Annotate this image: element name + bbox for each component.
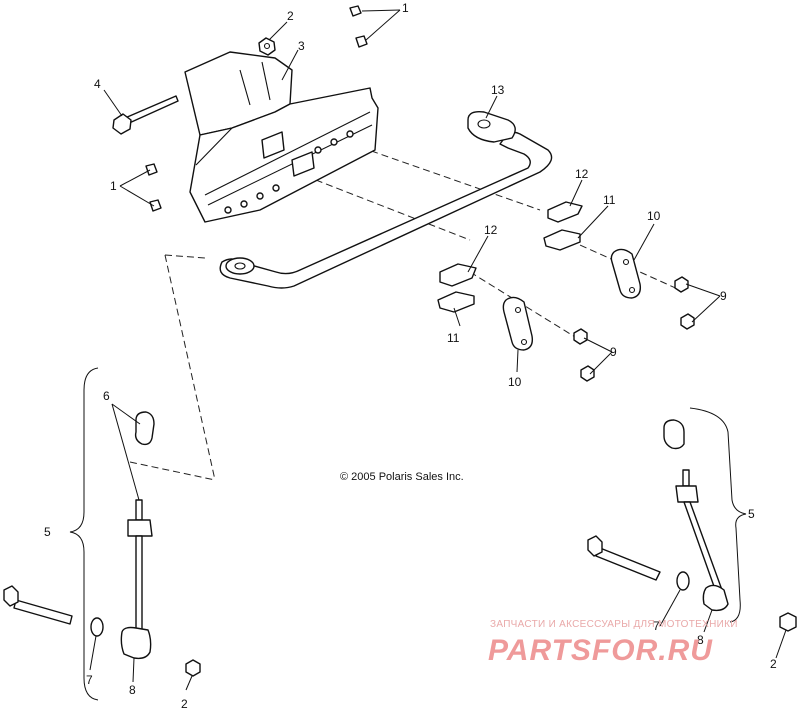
brace-5-left — [69, 367, 99, 701]
callout-11-right: 11 — [603, 193, 616, 207]
callout-3: 3 — [298, 39, 305, 53]
callout-numbers: 1 2 3 4 1 13 12 11 10 9 12 11 10 9 6 5 7… — [44, 1, 777, 711]
callout-1-top: 1 — [402, 1, 409, 15]
callout-9-right: 9 — [720, 289, 727, 303]
bushing-clamp-group-center — [437, 263, 595, 382]
callout-2-bottom-right: 2 — [770, 657, 777, 671]
callout-12-right: 12 — [575, 167, 589, 181]
callout-5-left: 5 — [44, 525, 51, 539]
callout-10-center: 10 — [508, 375, 522, 389]
link-assembly-right — [587, 419, 797, 632]
callout-2-bottom-left: 2 — [181, 697, 188, 711]
assembly-dashed-lines — [129, 139, 681, 481]
mounting-bracket-part — [184, 51, 379, 223]
callout-6: 6 — [103, 389, 110, 403]
callout-2-top: 2 — [287, 9, 294, 23]
callout-8-right: 8 — [697, 633, 704, 647]
rivet-part-1-left — [145, 163, 162, 212]
long-bolt-part-4 — [112, 95, 179, 135]
callout-10-right: 10 — [647, 209, 661, 223]
callout-7-left: 7 — [86, 673, 93, 687]
watermark: ЗАПЧАСТИ И АКСЕССУАРЫ ДЛЯ МОТОТЕХНИКИ PA… — [488, 619, 738, 667]
callout-9-center: 9 — [610, 345, 617, 359]
callout-4: 4 — [94, 77, 101, 91]
rivet-part-1-top — [349, 5, 368, 48]
callout-8-left: 8 — [129, 683, 136, 697]
callout-5-right: 5 — [748, 507, 755, 521]
callout-1-left: 1 — [110, 179, 117, 193]
callout-13: 13 — [491, 83, 505, 97]
callout-12-center: 12 — [484, 223, 498, 237]
bushing-clamp-group-right — [543, 201, 695, 330]
callout-11-center: 11 — [447, 331, 460, 345]
callout-7-right: 7 — [653, 619, 660, 633]
link-assembly-left — [3, 411, 201, 677]
watermark-logo: PARTSFOR.RU — [488, 634, 713, 667]
watermark-tagline: ЗАПЧАСТИ И АКСЕССУАРЫ ДЛЯ МОТОТЕХНИКИ — [490, 619, 738, 630]
brace-5-right — [689, 407, 747, 623]
copyright-notice: © 2005 Polaris Sales Inc. — [340, 471, 464, 483]
flange-nut-part-2-top — [258, 37, 276, 56]
stabilizer-bar-part — [219, 110, 553, 289]
callout-leader-lines — [89, 9, 787, 691]
